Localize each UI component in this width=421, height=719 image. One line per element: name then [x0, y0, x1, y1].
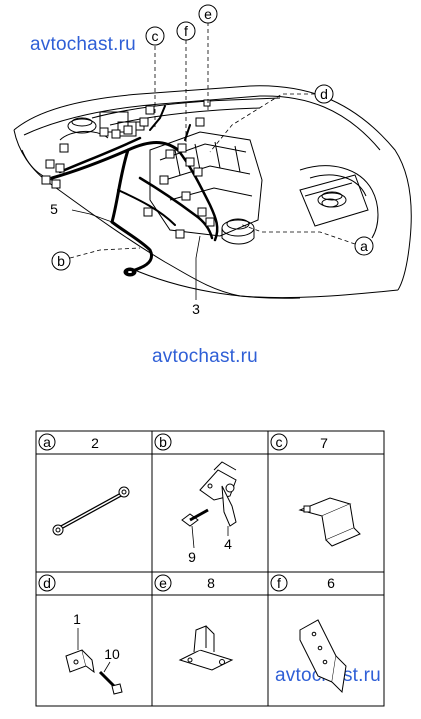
callout-c: c: [145, 26, 165, 46]
stay-rod-part: [52, 486, 130, 536]
svg-text:8: 8: [207, 575, 215, 591]
harness-bracket-c-part: [298, 497, 361, 547]
svg-text:f: f: [184, 23, 188, 39]
svg-text:a: a: [360, 238, 368, 254]
bolt-d-part: [98, 670, 123, 695]
parts-table: [35, 430, 385, 707]
svg-text:2: 2: [91, 435, 99, 451]
bolt-part: [181, 508, 209, 527]
svg-text:10: 10: [104, 646, 120, 662]
svg-text:6: 6: [327, 575, 335, 591]
parts-cell-f: f 6: [270, 574, 347, 694]
svg-text:d: d: [320, 86, 328, 102]
watermark-middle: avtochast.ru: [152, 346, 258, 367]
engine-bay-illustration: [13, 85, 412, 299]
svg-text:4: 4: [224, 536, 232, 552]
svg-text:b: b: [57, 253, 65, 269]
harness-bracket-f-part: [299, 619, 347, 694]
svg-text:c: c: [152, 28, 159, 44]
ground-terminal: [123, 267, 137, 277]
svg-text:b: b: [159, 434, 167, 450]
svg-text:1: 1: [73, 611, 81, 627]
parts-cell-b: b 9 4: [154, 433, 237, 565]
callout-number-5: 5: [50, 201, 58, 217]
wiring-harness: [50, 105, 219, 274]
svg-text:5: 5: [50, 201, 58, 217]
callout-leaders: [69, 22, 356, 300]
svg-text:a: a: [43, 434, 51, 450]
callout-b: b: [51, 251, 71, 271]
svg-text:7: 7: [320, 435, 328, 451]
callout-number-3: 3: [192, 301, 200, 317]
svg-text:3: 3: [192, 301, 200, 317]
harness-bracket-d-part: [65, 649, 95, 674]
parts-cell-c: c 7: [270, 433, 361, 547]
svg-text:e: e: [159, 575, 167, 591]
svg-text:d: d: [43, 575, 51, 591]
callout-f: f: [176, 21, 196, 41]
ground-bracket-part: [199, 461, 237, 527]
callout-d: d: [314, 84, 334, 104]
svg-text:9: 9: [188, 549, 196, 565]
svg-text:f: f: [277, 575, 281, 591]
parts-cell-e: e 8: [154, 574, 234, 671]
harness-bracket-e-part: [178, 625, 234, 671]
svg-text:e: e: [204, 6, 212, 22]
parts-cell-a: a 2: [38, 433, 130, 536]
parts-cell-d: d 1 10: [38, 574, 123, 695]
harness-connectors: [41, 99, 215, 239]
watermark-top: avtochast.ru: [30, 34, 136, 55]
svg-text:c: c: [276, 434, 283, 450]
callout-e: e: [198, 4, 218, 24]
callout-a: a: [354, 236, 374, 256]
